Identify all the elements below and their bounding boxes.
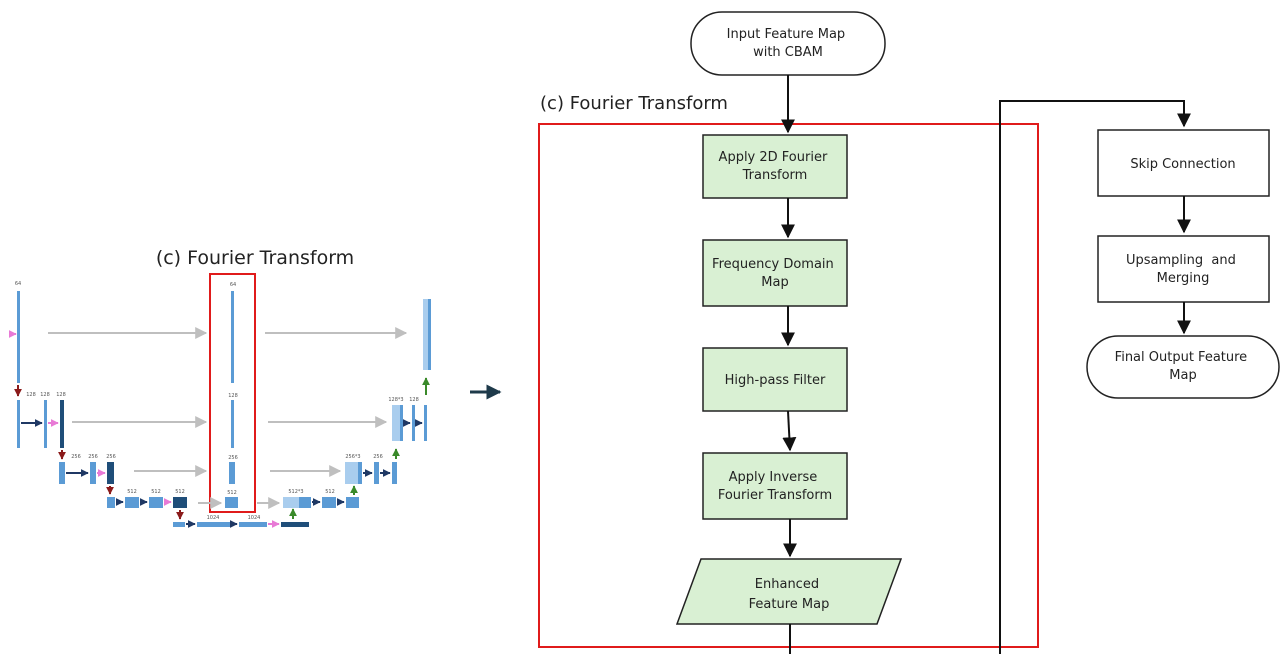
- step-frequency-domain: [702, 239, 848, 307]
- skip-path: [999, 100, 1191, 654]
- final-line-1: Final Output Feature: [1115, 350, 1248, 365]
- unet-label: 128: [228, 393, 238, 399]
- unet-label: 512: [227, 490, 237, 496]
- input-line-1: Input Feature Map: [727, 27, 846, 42]
- unet-block: [412, 405, 415, 441]
- unet-block: [173, 497, 187, 508]
- unet-block: [44, 400, 47, 448]
- final-output-text: Final Output Feature Map: [1115, 350, 1252, 383]
- enhanced-feature-map-text: Enhanced Feature Map: [749, 577, 830, 612]
- unet-label: 128: [409, 397, 419, 403]
- step-2d-fourier-text: Apply 2D Fourier Transform: [719, 150, 832, 183]
- upsampling-merging-node: [1097, 235, 1270, 303]
- unet-block: [229, 462, 235, 484]
- enhanced-feature-map-node: [675, 558, 903, 625]
- step-frequency-domain-text: Frequency Domain Map: [712, 257, 838, 290]
- step-high-pass-filter: [702, 347, 848, 412]
- step-inverse-fourier: [702, 452, 848, 520]
- unet-label: 512: [175, 489, 185, 495]
- output-line-2: Feature Map: [749, 597, 830, 612]
- unet-block: [17, 291, 20, 383]
- unet-label: 512: [325, 489, 335, 495]
- unet-block: [125, 497, 139, 508]
- unet-block: [428, 299, 431, 370]
- flow-arrow: [782, 410, 797, 452]
- unet-block: [345, 462, 358, 484]
- skip-connection-text: Skip Connection: [1130, 157, 1235, 172]
- unet-block: [17, 400, 20, 448]
- unet-label: 512*3: [288, 489, 303, 495]
- unet-label: 256: [88, 454, 98, 460]
- step2-line-2: Map: [761, 275, 788, 290]
- unet-block: [374, 462, 379, 484]
- input-node: [690, 11, 886, 76]
- unet-block: [400, 405, 403, 441]
- upsample-line-1: Upsampling and: [1126, 253, 1236, 268]
- unet-label: 512: [127, 489, 137, 495]
- unet-label: 64: [15, 281, 21, 287]
- unet-block: [231, 400, 234, 448]
- step1-line-2: Transform: [742, 168, 808, 183]
- unet-block: [149, 497, 163, 508]
- unet-label: 128: [26, 392, 36, 398]
- flowchart: (c) Fourier Transform Input Feature Map …: [538, 11, 1280, 654]
- unet-block: [299, 497, 311, 508]
- unet-label: 128*3: [388, 397, 403, 403]
- unet-label: 256: [106, 454, 116, 460]
- step-high-pass-filter-text: High-pass Filter: [725, 373, 826, 388]
- unet-block: [358, 462, 362, 484]
- upsampling-merging-text: Upsampling and Merging: [1126, 253, 1240, 286]
- step1-line-1: Apply 2D Fourier: [719, 150, 828, 165]
- unet-block: [392, 462, 397, 484]
- unet-block: [322, 497, 336, 508]
- unet-block: [59, 462, 65, 484]
- unet-block: [424, 405, 427, 441]
- right-title: (c) Fourier Transform: [540, 93, 728, 114]
- unet-block: [283, 497, 299, 508]
- input-line-2: with CBAM: [753, 45, 823, 60]
- unet-block: [231, 291, 234, 383]
- unet-block: [225, 497, 238, 508]
- unet-block: [60, 400, 64, 448]
- unet-label: 1024: [248, 515, 261, 521]
- unet-label: 128: [56, 392, 66, 398]
- unet-label: 256: [373, 454, 383, 460]
- input-node-text: Input Feature Map with CBAM: [727, 27, 850, 60]
- final-output-node: [1086, 335, 1280, 399]
- unet-thumbnail: (c) Fourier Transform 64 128 128 128 256…: [8, 247, 431, 528]
- step-2d-fourier: [702, 134, 848, 199]
- unet-block: [392, 405, 400, 441]
- unet-block: [173, 522, 185, 527]
- skip-connection-node: [1097, 129, 1270, 197]
- unet-block: [197, 522, 231, 527]
- unet-label: 256*3: [345, 454, 360, 460]
- unet-label: 256: [228, 455, 238, 461]
- unet-label: 1024: [207, 515, 220, 521]
- unet-label: 64: [230, 282, 236, 288]
- unet-label: 256: [71, 454, 81, 460]
- unet-block: [107, 497, 115, 508]
- unet-label: 512: [151, 489, 161, 495]
- unet-block: [346, 497, 359, 508]
- unet-block: [423, 299, 428, 370]
- final-line-2: Map: [1169, 368, 1196, 383]
- unet-block: [107, 462, 114, 484]
- step-inverse-fourier-text: Apply Inverse Fourier Transform: [718, 470, 832, 503]
- step4-line-2: Fourier Transform: [718, 488, 832, 503]
- unet-block: [239, 522, 267, 527]
- step4-line-1: Apply Inverse: [729, 470, 818, 485]
- fourier-highlight-box: [209, 273, 256, 513]
- output-line-1: Enhanced: [755, 577, 819, 592]
- unet-label: 128: [40, 392, 50, 398]
- unet-block: [281, 522, 309, 527]
- upsample-line-2: Merging: [1157, 271, 1210, 286]
- left-title: (c) Fourier Transform: [156, 247, 354, 269]
- step2-line-1: Frequency Domain: [712, 257, 834, 272]
- unet-block: [90, 462, 96, 484]
